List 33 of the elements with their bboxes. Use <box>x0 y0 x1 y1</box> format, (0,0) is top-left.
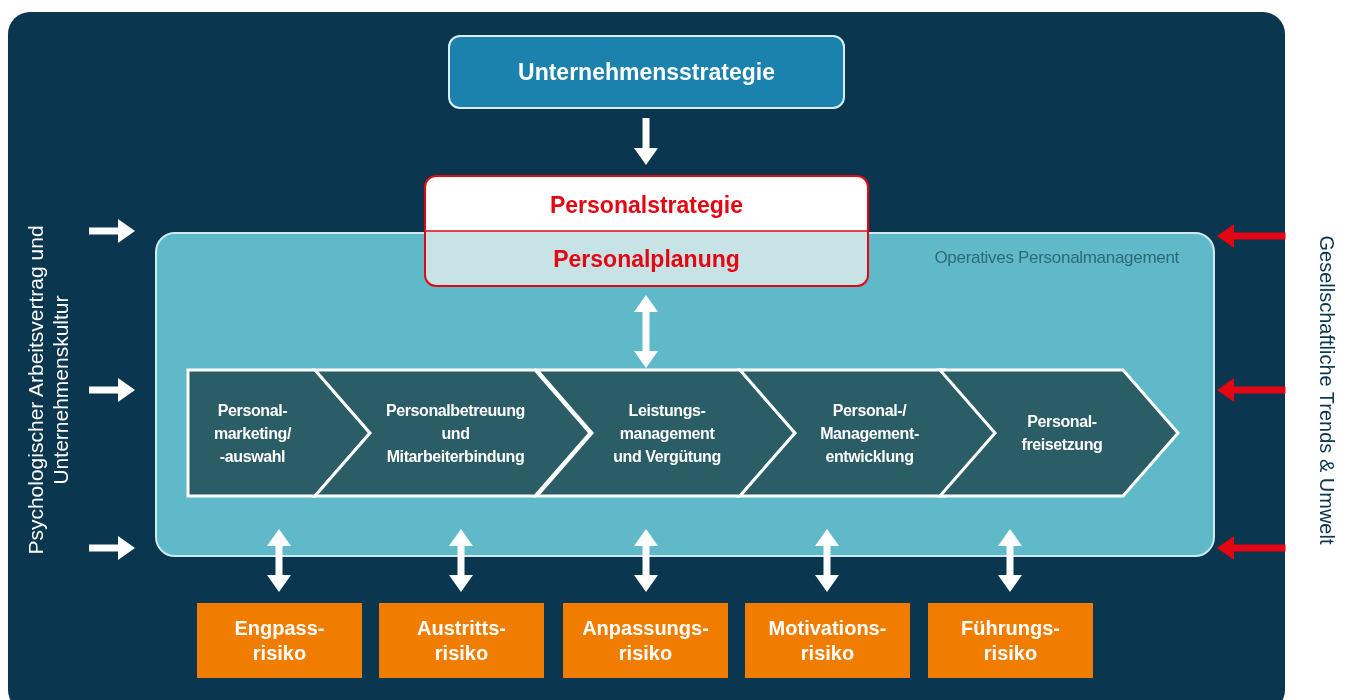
risk-label: Austritts- risiko <box>416 615 507 666</box>
process-label: Personalbetreuung und Mitarbeiterbindung <box>385 400 526 467</box>
arrow <box>267 529 291 592</box>
risk-label: Engpass- risiko <box>233 615 326 666</box>
risk-label: Anpassungs- risiko <box>581 615 710 666</box>
risk-box <box>928 603 1093 678</box>
risk-label: Motivations- risiko <box>767 615 888 666</box>
strategy-box <box>424 175 869 287</box>
arrow <box>1217 378 1286 402</box>
process-label: Leistungs- management und Vergütung <box>612 400 722 467</box>
arrow <box>998 529 1022 592</box>
strategy-box <box>448 35 845 109</box>
arrow <box>634 529 658 592</box>
arrow <box>815 529 839 592</box>
box-title: Personalplanung <box>552 246 741 273</box>
operations-panel <box>155 232 1215 557</box>
box-title: Unternehmensstrategie <box>518 58 775 86</box>
process-label: Personal- marketing/ -auswahl <box>213 400 293 467</box>
panel-heading: Operatives Personalmanagement <box>934 248 1179 268</box>
side-label: Gesellschaftliche Trends & Umwelt <box>1313 180 1339 600</box>
arrow <box>1217 536 1286 560</box>
risk-box <box>197 603 362 678</box>
risk-box <box>745 603 910 678</box>
risk-label: Führungs- risiko <box>960 615 1061 666</box>
process-label: Personal-/ Management- entwicklung <box>819 400 920 467</box>
box-title: Personalstrategie <box>549 192 744 219</box>
process-label: Personal- freisetzung <box>1020 412 1104 455</box>
arrow <box>634 295 658 368</box>
risk-box <box>379 603 544 678</box>
arrow <box>1217 224 1286 248</box>
arrow <box>449 529 473 592</box>
risk-box <box>563 603 728 678</box>
side-label: Psychologischer Arbeitsvertrag und Unternehmenskultur <box>23 195 73 585</box>
